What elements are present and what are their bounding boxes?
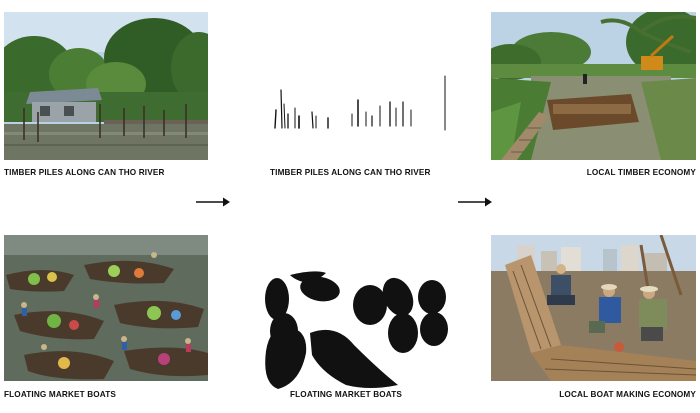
caption-boat-making-economy: LOCAL BOAT MAKING ECONOMY — [559, 390, 696, 399]
boat-shape — [265, 278, 289, 320]
boat-shape — [265, 326, 307, 389]
caption-local-timber-economy: LOCAL TIMBER ECONOMY — [586, 168, 696, 177]
pile-line — [283, 103, 286, 129]
boat-shape — [388, 313, 418, 353]
boat-shape — [353, 285, 387, 325]
arrow-right-icon — [195, 195, 231, 213]
boat-shape — [418, 280, 446, 314]
boat-shape — [290, 271, 326, 283]
boat-shape — [310, 329, 398, 388]
arrow-right-icon — [457, 195, 493, 213]
caption-floating-market-photo: FLOATING MARKET BOATS — [4, 390, 117, 399]
photo-boat-making — [491, 235, 696, 381]
pile-line — [280, 89, 283, 129]
pile-line — [274, 109, 277, 129]
photo-local-timber-economy — [491, 12, 696, 160]
boat-shape — [382, 277, 414, 317]
pile-line — [311, 111, 314, 129]
boat-shape — [420, 312, 448, 346]
boat-shape — [300, 276, 340, 302]
caption-floating-market-diagram: FLOATING MARKET BOATS — [290, 390, 403, 399]
photo-floating-market — [4, 235, 208, 381]
caption-timber-piles-photo: TIMBER PILES ALONG CAN THO RIVER — [4, 168, 165, 177]
caption-timber-piles-diagram: TIMBER PILES ALONG CAN THO RIVER — [270, 168, 431, 177]
diagram-timber-piles — [262, 72, 462, 136]
diagram-floating-market — [260, 265, 455, 391]
photo-timber-piles — [4, 12, 208, 160]
